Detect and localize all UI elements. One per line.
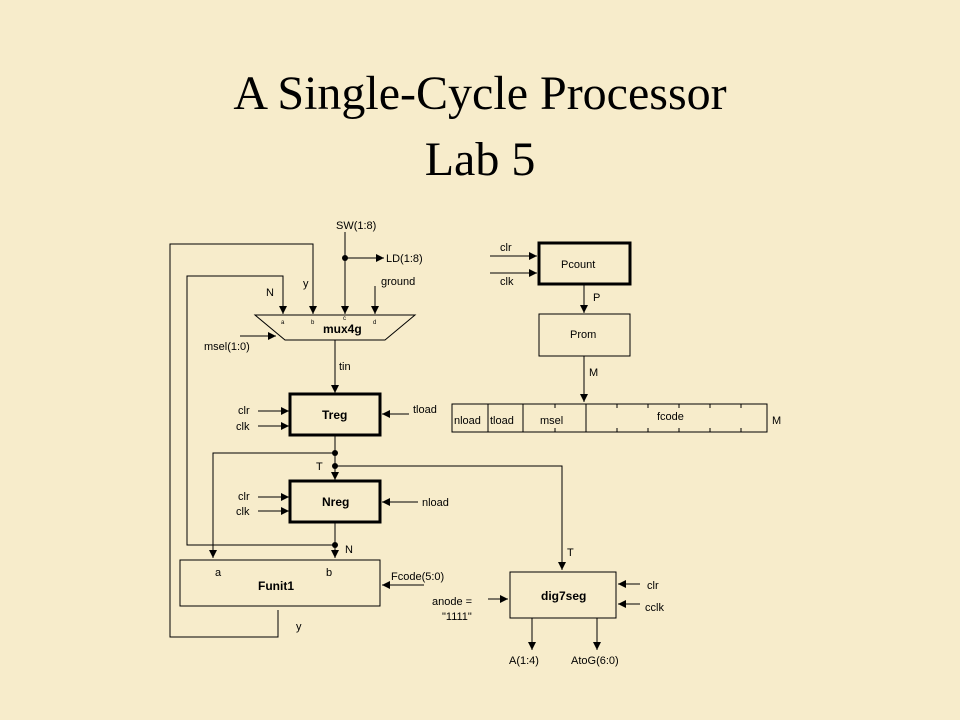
field-ticks	[554, 404, 742, 432]
mux4g-block	[253, 314, 417, 341]
treg-clk-label: clk	[236, 421, 250, 433]
nreg-clr-label: clr	[238, 491, 250, 503]
ld-label: LD(1:8)	[386, 253, 423, 265]
instruction-word	[451, 403, 768, 433]
mux-pin-a: a	[281, 320, 285, 326]
field-nload: nload	[454, 415, 481, 427]
mux-n-label: N	[266, 287, 274, 299]
prom-label: Prom	[570, 329, 596, 341]
anode-label-2: "1111"	[442, 611, 472, 623]
field-msel: msel	[540, 415, 563, 427]
ground-label: ground	[381, 276, 415, 288]
t-label: T	[316, 461, 323, 473]
fcode-in-label: Fcode(5:0)	[391, 571, 444, 583]
atog-out-label: AtoG(6:0)	[571, 655, 619, 667]
anode-label-1: anode =	[432, 596, 472, 608]
treg-block	[288, 392, 382, 437]
t-to-funit-a-wire	[209, 452, 335, 558]
field-fcode: fcode	[657, 411, 684, 423]
instruction-label: M	[772, 415, 781, 427]
a-out-label: A(1:4)	[509, 655, 539, 667]
p-label: P	[593, 292, 600, 304]
n-label: N	[345, 544, 353, 556]
dig7seg-clr-label: clr	[647, 580, 659, 592]
slide-title-line2: Lab 5	[424, 133, 536, 186]
dig7seg-cclk-label: cclk	[645, 602, 664, 614]
pcount-clr-label: clr	[500, 242, 512, 254]
tin-label: tin	[339, 361, 351, 373]
field-tload: tload	[490, 415, 514, 427]
msel-label: msel(1:0)	[204, 341, 250, 353]
funit-b-label: b	[326, 567, 332, 579]
y-feedback-wire	[169, 243, 317, 638]
treg-label: Treg	[322, 408, 347, 422]
mux-pin-c: c	[343, 316, 346, 322]
mux-y-label: y	[303, 278, 309, 290]
pcount-clk-label: clk	[500, 276, 514, 288]
n-junction	[332, 542, 338, 548]
funit-a-label: a	[215, 567, 222, 579]
mux4g-label: mux4g	[323, 322, 362, 336]
funit1-label: Funit1	[258, 579, 294, 593]
m-label: M	[589, 367, 598, 379]
funit1-block	[179, 559, 381, 607]
dig7seg-block	[509, 571, 617, 619]
dig7seg-t-label: T	[567, 547, 574, 559]
tload-label: tload	[413, 404, 437, 416]
pcount-block	[537, 241, 632, 286]
n-feedback-wire	[186, 275, 335, 546]
nload-label: nload	[422, 497, 449, 509]
treg-clr-label: clr	[238, 405, 250, 417]
slide-title-line1: A Single-Cycle Processor	[233, 67, 727, 120]
nreg-clk-label: clk	[236, 506, 250, 518]
dig7seg-label: dig7seg	[541, 589, 586, 603]
funit-y-label: y	[296, 621, 302, 633]
mux-pin-b: b	[311, 320, 315, 326]
t-to-dig7seg-wire	[335, 465, 566, 570]
sw-label: SW(1:8)	[336, 220, 376, 232]
prom-block	[538, 313, 631, 357]
nreg-label: Nreg	[322, 495, 349, 509]
nreg-block	[288, 479, 382, 524]
mux-pin-d: d	[373, 320, 376, 326]
pcount-label: Pcount	[561, 259, 595, 271]
